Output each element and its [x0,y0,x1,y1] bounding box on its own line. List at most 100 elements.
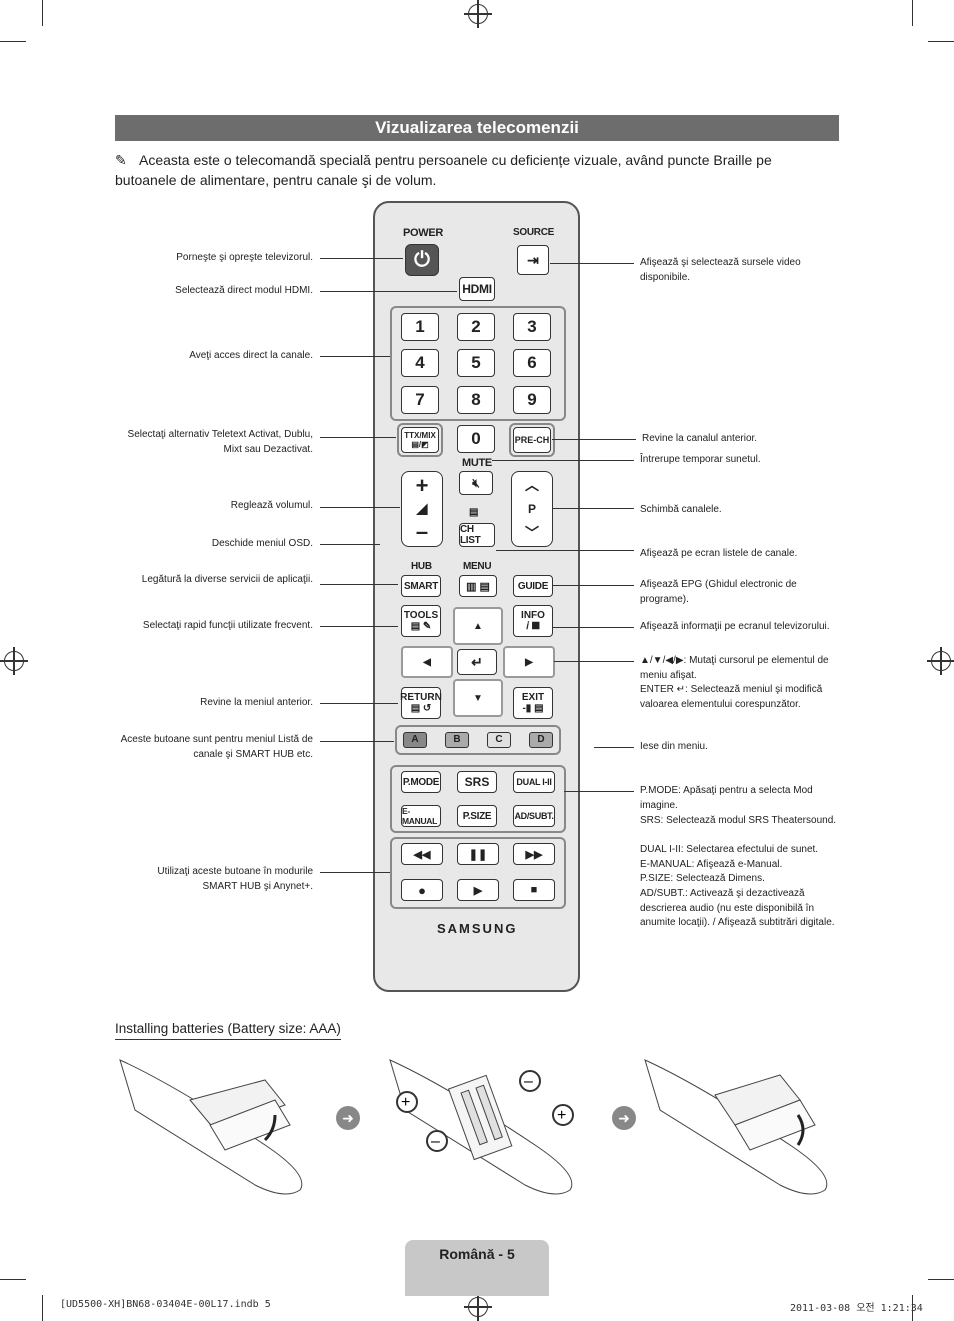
batteries-heading: Installing batteries (Battery size: AAA) [115,1021,341,1040]
info-icon: 𝑖 ▤ [526,621,540,632]
ttx-group [397,423,443,457]
leader-line [594,747,634,748]
channel-rocker[interactable]: ︿P﹀ [511,471,553,547]
crop-mark [912,1295,913,1321]
dpad-down-button[interactable]: ▼ [453,679,503,717]
svg-text:–: – [524,1073,533,1090]
menu-label: MENU [463,561,492,572]
source-button[interactable]: ⇥ [517,245,549,275]
volume-up-icon: + [415,472,429,498]
annotation-channels: Aveţi acces direct la canale. [189,350,313,361]
digit-3-button[interactable]: 3 [513,313,551,341]
dpad-left-button[interactable]: ◀ [401,646,453,678]
battery-step-1-illustration [119,1059,303,1195]
crop-mark [928,1279,954,1280]
digit-4-button[interactable]: 4 [401,349,439,377]
digit-1-button[interactable]: 1 [401,313,439,341]
return-button[interactable]: RETURN▤ ↺ [400,687,442,719]
guide-button[interactable]: GUIDE [513,575,553,597]
ch-list-button[interactable]: CH LIST [459,523,495,547]
teletext-icon: ▤/◩ [411,440,429,449]
leader-line [320,872,390,873]
tools-button[interactable]: TOOLS▤ ✎ [401,605,441,637]
digit-9-button[interactable]: 9 [513,386,551,414]
hub-label: HUB [411,561,432,572]
menu-button[interactable]: ▥ ▤ [459,575,497,597]
smart-hub-button[interactable]: SMART [401,575,441,597]
pre-ch-button[interactable]: PRE-CH [513,427,551,453]
annotation-p-size: P.SIZE: Selectează Dimens. [640,873,765,884]
pause-button[interactable]: ❚❚ [457,843,499,865]
power-button[interactable]: ⏻ [405,244,439,276]
registration-mark-icon [927,647,954,675]
next-step-arrow-icon: ➜ [336,1106,360,1130]
annotation-volume: Reglează volumul. [230,500,313,511]
leader-line [320,258,403,259]
remote-control: POWER ⏻ SOURCE ⇥ HDMI 1 2 3 4 5 6 7 8 9 … [373,201,580,992]
e-manual-button[interactable]: E-MANUAL [401,805,441,827]
leader-line [552,585,634,586]
svg-text:+: + [557,1107,566,1124]
return-label: RETURN [400,692,442,703]
digit-2-button[interactable]: 2 [457,313,495,341]
dpad-up-button[interactable]: ▲ [453,607,503,645]
annotation-mute: Întrerupe temporar sunetul. [640,454,761,465]
note-text: Aceasta este o telecomandă specială pent… [115,152,772,188]
fast-forward-button[interactable]: ▶▶ [513,843,555,865]
annotation-pre-ch: Revine la canalul anterior. [642,433,758,444]
prech-group [509,423,555,457]
digit-6-button[interactable]: 6 [513,349,551,377]
b-button[interactable]: B [445,732,469,748]
leader-line [550,263,634,264]
a-button[interactable]: A [403,732,427,748]
ttx-mix-button[interactable]: TTX/MIX▤/◩ [401,427,439,453]
leader-line [492,460,634,461]
record-button[interactable]: ● [401,879,443,901]
exit-button[interactable]: EXIT-▮ ▤ [513,687,553,719]
leader-line [320,291,457,292]
hdmi-button[interactable]: HDMI [459,277,495,301]
annotation-tools: Selectaţi rapid funcţii utilizate frecve… [142,620,313,631]
rewind-button[interactable]: ◀◀ [401,843,443,865]
play-button[interactable]: ▶ [457,879,499,901]
c-button[interactable]: C [487,732,511,748]
d-button[interactable]: D [529,732,553,748]
annotation-source: Afişează şi selectează sursele video dis… [640,257,801,283]
tools-label: TOOLS [403,610,439,621]
annotation-e-manual: E-MANUAL: Afişează e-Manual. [640,859,783,870]
leader-line [552,508,634,509]
source-label: SOURCE [513,227,554,238]
annotation-ttx: Selectaţi alternativ Teletext Activat, D… [127,429,313,455]
dpad-right-button[interactable]: ▶ [503,646,555,678]
srs-button[interactable]: SRS [457,771,497,793]
annotation-return: Revine la meniul anterior. [200,697,313,708]
stop-button[interactable]: ■ [513,879,555,901]
volume-rocker[interactable]: +◢– [401,471,443,547]
print-slug-left: [UD5500-XH]BN68-03404E-00L17.indb 5 [60,1299,271,1310]
crop-mark [0,41,26,42]
digit-7-button[interactable]: 7 [401,386,439,414]
registration-mark-icon [0,647,28,675]
power-label: POWER [403,227,444,239]
print-slug-right: 2011-03-08 오전 1:21:34 [790,1303,923,1314]
info-label: INFO [521,610,545,621]
p-size-button[interactable]: P.SIZE [457,805,497,827]
crop-mark [42,1295,43,1321]
battery-step-2-illustration: + – – + [389,1059,574,1195]
epg-icon: ▤ [469,507,479,518]
digit-8-button[interactable]: 8 [457,386,495,414]
mute-button[interactable]: 🔇︎ [459,471,493,495]
dual-button[interactable]: DUAL I-II [513,771,555,793]
leader-line [554,661,634,662]
leader-line [320,507,400,508]
enter-button[interactable]: ↵ [457,649,497,675]
ad-subt-button[interactable]: AD/SUBT. [513,805,555,827]
digit-5-button[interactable]: 5 [457,349,495,377]
p-mode-button[interactable]: P.MODE [401,771,441,793]
annotation-info: Afişează informaţii pe ecranul televizor… [640,621,830,632]
digit-0-button[interactable]: 0 [457,425,495,453]
annotation-color-buttons: Aceste butoane sunt pentru meniul Listă … [120,734,313,760]
annotation-arrows: ▲/▼/◀/▶: Mutaţi cursorul pe elementul de… [640,655,829,681]
annotation-exit: Iese din meniu. [640,741,708,752]
